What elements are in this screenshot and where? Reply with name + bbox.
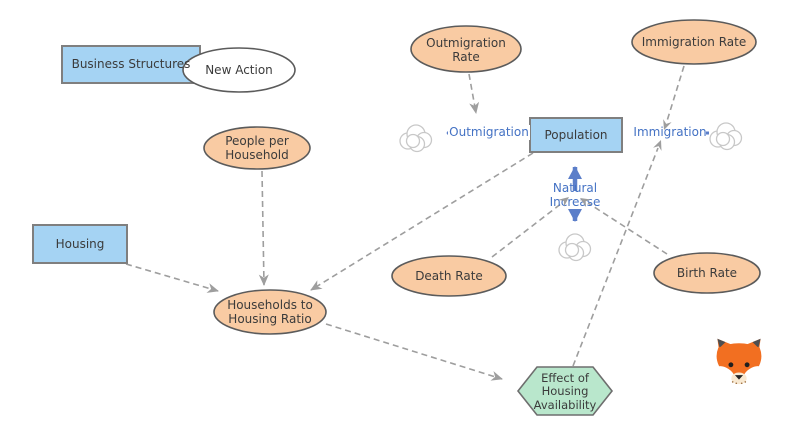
- natural-increase-cloud[interactable]: [558, 233, 592, 262]
- birth-rate-node[interactable]: [653, 252, 761, 294]
- business-structures-label: Business Structures: [71, 57, 191, 72]
- connector-immigration-rate-to-immigration[interactable]: [666, 65, 685, 122]
- fox-icon[interactable]: [712, 334, 766, 392]
- outmigration-rate-label: Outmigration Rate: [426, 35, 506, 64]
- new-action-node[interactable]: [182, 47, 296, 93]
- housing-label: Housing: [55, 236, 105, 251]
- new-action-label: New Action: [205, 62, 273, 77]
- death-rate-node[interactable]: [391, 255, 507, 297]
- households-to-housing-ratio-label: Households to Housing Ratio: [227, 297, 313, 326]
- connector-outmigration-rate-to-outmigration[interactable]: [468, 73, 480, 114]
- population-label: Population: [544, 127, 608, 142]
- people-per-household-label: People per Household: [225, 133, 289, 162]
- outmigration-rate-node[interactable]: [410, 25, 522, 73]
- connector-population-to-households-ratio[interactable]: [310, 152, 534, 291]
- connector-birth-rate-to-natural-increase[interactable]: [587, 202, 668, 255]
- connector-effect-to-immigration[interactable]: [572, 147, 659, 367]
- outmigration-cloud[interactable]: [399, 124, 433, 153]
- housing-stock-node[interactable]: [32, 224, 128, 264]
- immigration-rate-label: Immigration Rate: [641, 34, 747, 49]
- immigration-cloud[interactable]: [709, 122, 743, 151]
- immigration-rate-node[interactable]: [631, 19, 757, 65]
- households-to-housing-ratio-node[interactable]: [213, 289, 327, 335]
- fox-face-icon: [716, 338, 762, 385]
- connector-housing-to-households-ratio[interactable]: [125, 263, 219, 293]
- birth-rate-label: Birth Rate: [676, 265, 738, 280]
- business-structures-node[interactable]: [61, 45, 201, 84]
- immigration-flow-label[interactable]: Immigration: [633, 125, 707, 140]
- connector-households-ratio-to-effect[interactable]: [325, 323, 503, 381]
- people-per-household-node[interactable]: [203, 126, 311, 170]
- connector-people-per-household-to-households-ratio[interactable]: [258, 170, 269, 286]
- connector-death-rate-to-natural-increase[interactable]: [491, 202, 563, 258]
- outmigration-flow-label[interactable]: Outmigration: [448, 125, 530, 140]
- effect-of-housing-availability-label: Effect of Housing Availability: [533, 370, 597, 412]
- death-rate-label: Death Rate: [415, 268, 483, 283]
- natural-increase-flow-label[interactable]: Natural Increase: [549, 180, 601, 209]
- population-stock-node[interactable]: [529, 117, 623, 153]
- effect-of-housing-availability-node[interactable]: [516, 366, 614, 416]
